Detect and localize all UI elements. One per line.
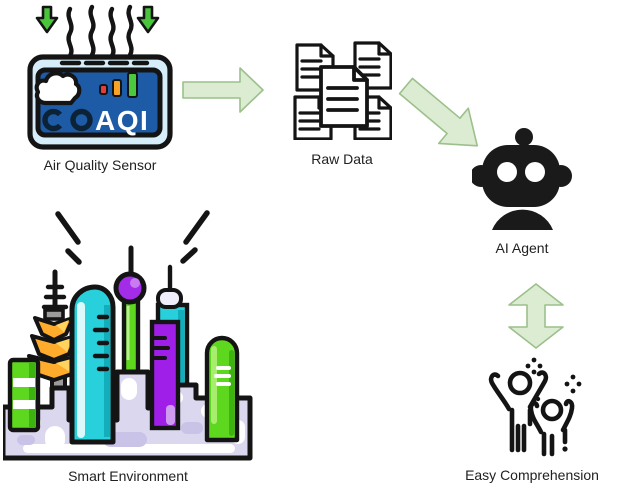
sphere-highlight [130,278,140,288]
capsule-windows [214,366,231,386]
air-wave-lines [66,4,134,59]
node-easy-comprehension: Easy Comprehension [465,352,599,483]
robot-eye-right [525,162,545,182]
smart-city-icon [3,210,253,461]
node-ai-agent: AI Agent [472,128,572,256]
node-raw-data: Raw Data [292,41,392,167]
antenna-ball [515,128,533,146]
smart-environment-label: Smart Environment [68,468,188,484]
arrow-aiagent-easycomprehension-bidirectional [508,283,564,349]
cyan-tower [69,284,116,445]
green-capsule-building [204,335,240,443]
easy-comprehension-label: Easy Comprehension [465,467,599,483]
person-left [488,370,549,453]
person-right [528,398,575,457]
sparkle-dots [525,357,582,452]
cloud-icon [34,71,82,106]
co-rings-icon [42,108,93,132]
node-air-quality-sensor: AQI Air Quality Sensor [24,2,176,173]
aqi-text: AQI [95,105,149,136]
robot-head [482,145,560,207]
ai-agent-label: AI Agent [495,240,549,256]
radiating-lines [55,210,210,265]
robot-eye-left [497,162,517,182]
celebrating-people-icon [488,357,582,457]
documents-icon [293,41,392,140]
cyan-tower-windows [92,314,110,372]
intake-down-arrow-icon [35,5,160,34]
raw-data-label: Raw Data [311,151,373,167]
robot-icon [472,128,572,230]
green-striped-building [7,357,41,433]
purple-building [149,319,181,431]
node-smart-environment: Smart Environment [3,210,253,484]
air-quality-sensor-icon: AQI [27,4,173,150]
purple-building-windows [153,336,170,360]
robot-body [492,209,553,230]
tv-tower [113,245,147,377]
arrow-sensor-to-rawdata [182,67,264,113]
document-center [319,65,369,128]
air-quality-sensor-label: Air Quality Sensor [43,157,157,173]
aqi-level-bars [99,72,138,98]
